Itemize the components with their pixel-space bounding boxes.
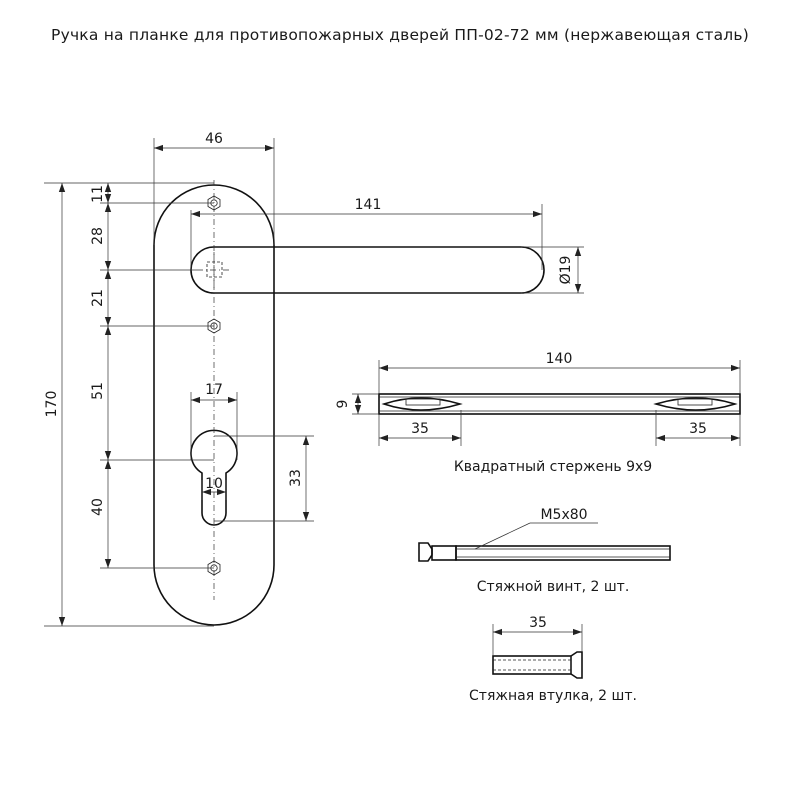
dim-11-label: 11 <box>90 185 106 203</box>
dim-rod-thickness: 9 <box>335 393 379 415</box>
dim-rod-end-left-label: 35 <box>411 421 429 437</box>
dim-rod-thickness-label: 9 <box>335 400 351 409</box>
dim-total-height: 170 <box>44 182 214 627</box>
dim-bushing-length-label: 35 <box>529 615 547 631</box>
dim-rod-length-label: 140 <box>546 351 573 367</box>
dim-21-label: 21 <box>90 289 106 307</box>
dim-cylinder-height: 33 <box>214 435 314 522</box>
dim-rod-end-right-label: 35 <box>689 421 707 437</box>
dim-cylinder-slot: 10 <box>201 476 227 500</box>
dim-51-label: 51 <box>90 382 106 400</box>
page-title: Ручка на планке для противопожарных двер… <box>51 26 749 44</box>
dim-chain-left: 11 28 21 51 40 <box>90 183 214 569</box>
dim-plate-width: 46 <box>153 131 275 245</box>
dim-40-label: 40 <box>90 498 106 516</box>
dim-rod-end-left: 35 <box>378 410 462 446</box>
lever-handle <box>190 246 545 294</box>
screw-label: M5x80 <box>540 507 587 523</box>
dim-handle-length-label: 141 <box>355 197 382 213</box>
dim-rod-length: 140 <box>378 351 741 394</box>
dim-rod-end-right: 35 <box>655 410 741 446</box>
square-rod <box>378 393 741 415</box>
dim-28-label: 28 <box>90 227 106 245</box>
dim-cylinder-width-label: 17 <box>205 382 223 398</box>
screw <box>418 522 671 562</box>
dim-handle-diameter: Ø19 <box>521 246 584 294</box>
caption-screw: Стяжной винт, 2 шт. <box>477 579 630 595</box>
dim-handle-length: 141 <box>190 197 543 270</box>
caption-bushing: Стяжная втулка, 2 шт. <box>469 688 637 704</box>
dim-bushing-length: 35 <box>492 615 583 656</box>
caption-square-rod: Квадратный стержень 9x9 <box>454 459 652 475</box>
dim-cylinder-slot-label: 10 <box>205 476 223 492</box>
dim-handle-diameter-label: Ø19 <box>558 256 574 285</box>
dim-cylinder-height-label: 33 <box>288 469 304 487</box>
dim-plate-width-label: 46 <box>205 131 223 147</box>
spindle-square-icon <box>197 252 232 288</box>
bushing <box>492 651 583 679</box>
backplate <box>153 184 275 626</box>
dim-total-height-label: 170 <box>44 391 60 418</box>
dim-cylinder-width: 17 <box>190 382 238 460</box>
